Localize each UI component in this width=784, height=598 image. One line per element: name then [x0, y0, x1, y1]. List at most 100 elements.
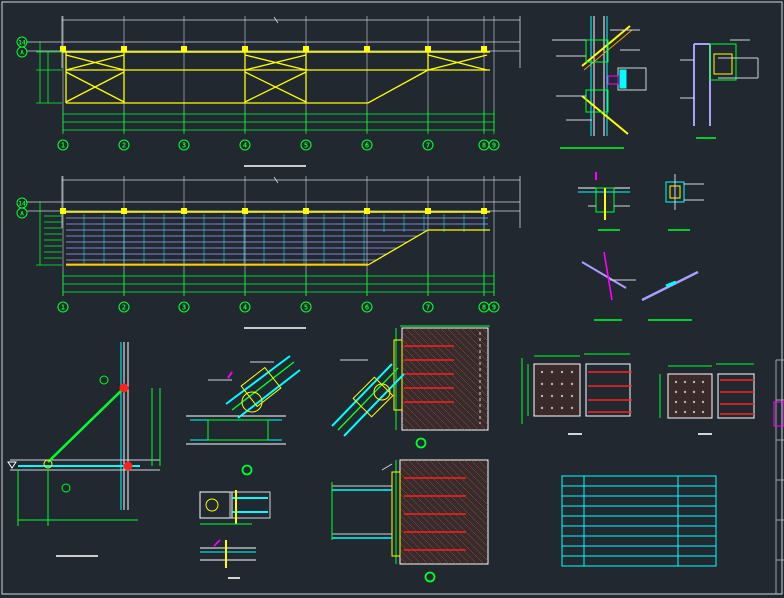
concrete-hatch-line — [399, 549, 415, 565]
grid-bubble-icon — [118, 301, 130, 313]
grid-axis-label: 6 — [365, 304, 369, 312]
grid-bubble-icon — [178, 139, 190, 151]
concrete-hatch-line — [470, 459, 489, 478]
grid-axis-label: 9 — [492, 304, 496, 312]
column-cap — [181, 46, 187, 52]
concrete-hatch-line — [411, 327, 489, 405]
anchor-detail-1 — [331, 325, 490, 449]
concrete-hatch-line — [446, 327, 489, 370]
concrete-hatch-line — [401, 380, 452, 431]
column-cap — [181, 208, 187, 214]
concrete-hatch-line — [460, 327, 489, 356]
level-label-14: 14 — [18, 40, 26, 47]
column-caps — [60, 46, 487, 52]
grid-bubble-icon — [300, 301, 312, 313]
concrete-hatch-line — [401, 352, 480, 431]
material-table — [561, 475, 717, 567]
level-markers: 14 A — [16, 197, 28, 219]
gusset-detail-2 — [199, 490, 271, 579]
grid-bubble-icon — [361, 139, 373, 151]
concrete-hatch-line — [401, 422, 410, 431]
level-label-14: 14 — [18, 201, 26, 208]
concrete-hatch-line — [401, 408, 424, 431]
level-label-a: A — [20, 211, 24, 218]
node-detail-1 — [552, 16, 647, 149]
grid-axis-label: 1 — [61, 142, 65, 150]
anchor-bolt — [701, 410, 705, 414]
grid-bubble-icon — [422, 139, 434, 151]
grid-axis-label: 3 — [182, 142, 186, 150]
bottom-dimension-stack — [62, 272, 495, 296]
brace-detail-1 — [581, 251, 636, 321]
column-cap — [303, 46, 309, 52]
concrete-hatch-line — [481, 327, 489, 335]
concrete-hatch-line — [463, 459, 489, 485]
concrete-hatch-line — [399, 542, 422, 565]
column-cap — [121, 208, 127, 214]
anchor-bolt — [550, 382, 554, 386]
column-caps — [60, 208, 487, 214]
grid-axis-label: 2 — [122, 142, 126, 150]
column-cap — [121, 46, 127, 52]
anchor-bolt — [570, 406, 574, 410]
grid-axis-label: 8 — [482, 142, 486, 150]
column-cap — [425, 46, 431, 52]
anchor-bolt — [560, 406, 564, 410]
concrete-hatch-line — [399, 556, 408, 565]
section-marker-icon — [424, 571, 436, 583]
anchor-bolt — [550, 370, 554, 374]
concrete-hatch-line — [399, 465, 489, 555]
grid-bubble-icon — [488, 301, 500, 313]
concrete-hatch-line — [401, 387, 445, 431]
anchor-detail-2 — [331, 459, 489, 583]
grid-bubble-icon — [361, 301, 373, 313]
column-cap — [303, 208, 309, 214]
bottom-dimension-stack — [62, 110, 495, 134]
grid-lines-vertical — [62, 16, 495, 132]
column-cap — [481, 208, 487, 214]
node-detail-4 — [665, 174, 704, 231]
concrete-hatch-line — [399, 521, 443, 565]
anchor-bolt — [692, 390, 696, 394]
anchor-bolt — [560, 370, 564, 374]
concrete-hatch-line — [442, 459, 489, 506]
column-cap — [242, 46, 248, 52]
concrete-hatch-line — [474, 327, 489, 342]
anchor-bolt — [674, 390, 678, 394]
level-marker-a — [16, 207, 28, 219]
section-marker-icon — [241, 464, 253, 476]
anchor-bolt — [701, 400, 705, 404]
concrete-hatch-line — [401, 415, 417, 431]
column-cap — [242, 208, 248, 214]
grid-bubble-icon — [239, 301, 251, 313]
anchor-bolt — [540, 394, 544, 398]
grid-axis-label: 1 — [61, 304, 65, 312]
concrete-hatch-line — [418, 327, 489, 398]
column-cap — [364, 46, 370, 52]
column-cap — [364, 208, 370, 214]
anchor-bolt — [570, 370, 574, 374]
concrete-hatch-line — [401, 338, 489, 426]
column-bracing-detail — [7, 342, 161, 557]
grid-bubble-icon — [57, 301, 69, 313]
concrete-hatch-line — [401, 401, 431, 431]
anchor-bolt — [550, 406, 554, 410]
gusset-detail-1 — [186, 355, 301, 476]
grid-bubble-icon — [178, 301, 190, 313]
brace-detail-2 — [641, 270, 699, 321]
anchor-bolt — [540, 382, 544, 386]
concrete-hatch-line — [399, 472, 489, 562]
anchor-bolt — [692, 380, 696, 384]
concrete-hatch-line — [399, 486, 478, 565]
anchor-bolt — [560, 382, 564, 386]
concrete-hatch-line — [404, 327, 489, 412]
concrete-hatch-line — [399, 493, 471, 565]
anchor-bolt — [692, 410, 696, 414]
embed-plate-detail-1 — [521, 353, 632, 435]
concrete-hatch-line — [484, 459, 489, 464]
grid-axis-label: 5 — [304, 304, 308, 312]
concrete-hatch-line — [399, 507, 457, 565]
